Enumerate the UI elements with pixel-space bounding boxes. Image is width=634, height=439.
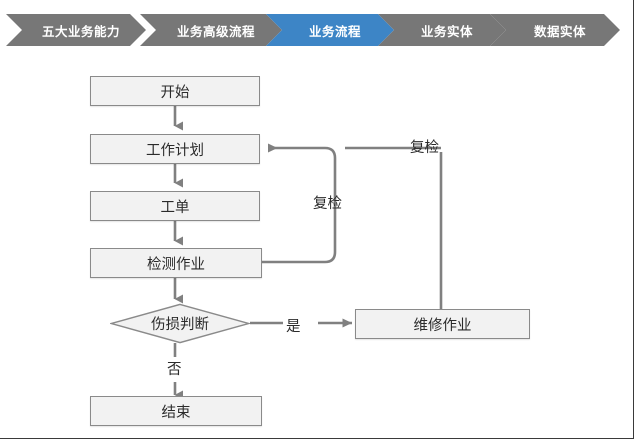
node-inspection-task-label: 检测作业 [147, 256, 205, 273]
breadcrumb-item-2[interactable]: 业务高级流程 [140, 14, 282, 46]
node-inspection-task[interactable]: 检测作业 [90, 248, 262, 278]
edge-label-recheck-outer: 复检 [410, 140, 439, 156]
node-damage-decision[interactable]: 伤损判断 [110, 303, 250, 344]
breadcrumb-item-3-label: 业务流程 [308, 24, 361, 39]
node-work-plan-label: 工作计划 [146, 142, 204, 159]
node-repair-task-label: 维修作业 [413, 317, 472, 334]
node-work-order[interactable]: 工单 [90, 191, 260, 221]
node-start[interactable]: 开始 [90, 76, 260, 106]
breadcrumb-item-5[interactable]: 数据实体 [490, 14, 620, 46]
breadcrumb-item-3[interactable]: 业务流程 [266, 14, 394, 46]
edge-label-recheck-inner: 复检 [313, 196, 342, 212]
edge-label-no: 否 [167, 362, 182, 378]
breadcrumb-item-4[interactable]: 业务实体 [378, 14, 506, 46]
node-start-label: 开始 [160, 84, 190, 101]
breadcrumb-item-1[interactable]: 五大业务能力 [6, 14, 146, 46]
node-work-plan[interactable]: 工作计划 [90, 134, 260, 164]
node-end-label: 结束 [161, 404, 191, 421]
breadcrumb-item-5-label: 数据实体 [533, 24, 586, 39]
breadcrumb-item-2-label: 业务高级流程 [176, 24, 255, 39]
breadcrumb-item-4-label: 业务实体 [420, 24, 473, 39]
node-end[interactable]: 结束 [90, 396, 262, 426]
node-repair-task[interactable]: 维修作业 [355, 309, 530, 339]
edge-label-yes: 是 [286, 319, 301, 335]
breadcrumb: 五大业务能力 业务高级流程 业务流程 业务实体 数据实体 [0, 14, 634, 46]
breadcrumb-item-1-label: 五大业务能力 [41, 24, 120, 39]
node-work-order-label: 工单 [160, 199, 190, 216]
